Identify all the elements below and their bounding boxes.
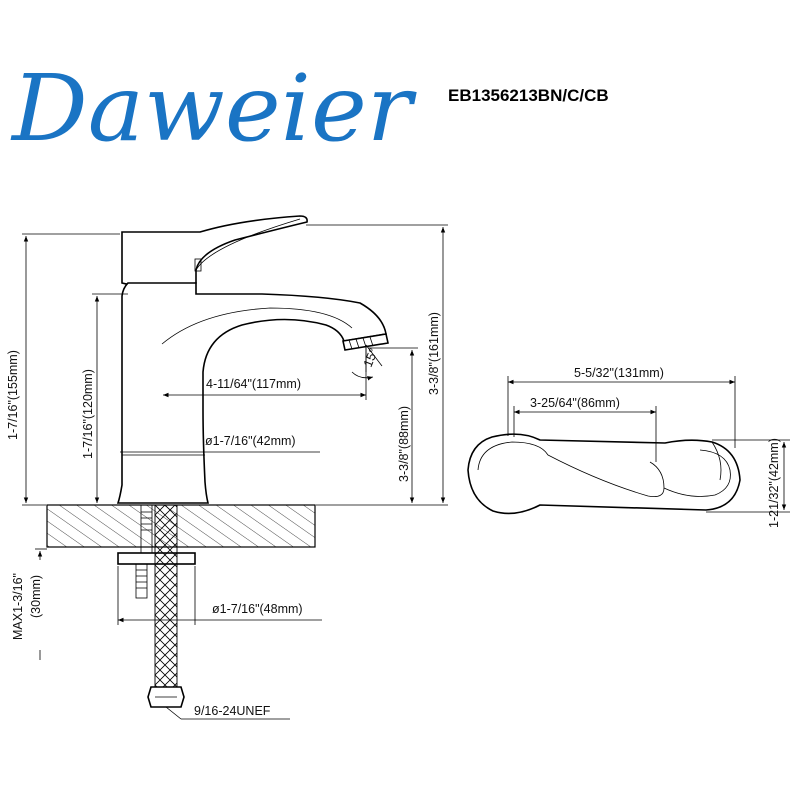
supply-hose [154,504,178,688]
handle-top-view [467,433,741,515]
model-number: EB1356213BN/C/CB [448,86,609,105]
brand-logo: Daweier [10,55,417,162]
dim-nut-diameter: ø1-7/16"(48mm) [212,602,303,616]
dim-handle-length: 5-5/32"(131mm) [574,366,664,380]
dim-max-deck: MAX1-3/16" [11,573,25,640]
dim-spout-reach: 4-11/64"(117mm) [206,377,301,391]
countertop [46,504,316,548]
dim-max-deck-mm: (30mm) [29,575,43,618]
dim-base-diameter: ø1-7/16"(42mm) [205,434,296,448]
dim-angle: 15° [361,346,381,369]
dim-handle-width: 1-21/32"(42mm) [767,438,781,528]
dim-aerator-height: 3-3/8"(88mm) [397,406,411,482]
faucet-body [116,282,387,504]
dim-thread: 9/16-24UNEF [194,704,271,718]
faucet-handle [121,215,308,288]
dim-overall-height: 3-3/8"(161mm) [427,312,441,395]
dim-spout-height: 1-7/16"(120mm) [81,369,95,459]
dim-handle-lever: 3-25/64"(86mm) [530,396,620,410]
dim-total-height: 1-7/16"(155mm) [6,350,20,440]
